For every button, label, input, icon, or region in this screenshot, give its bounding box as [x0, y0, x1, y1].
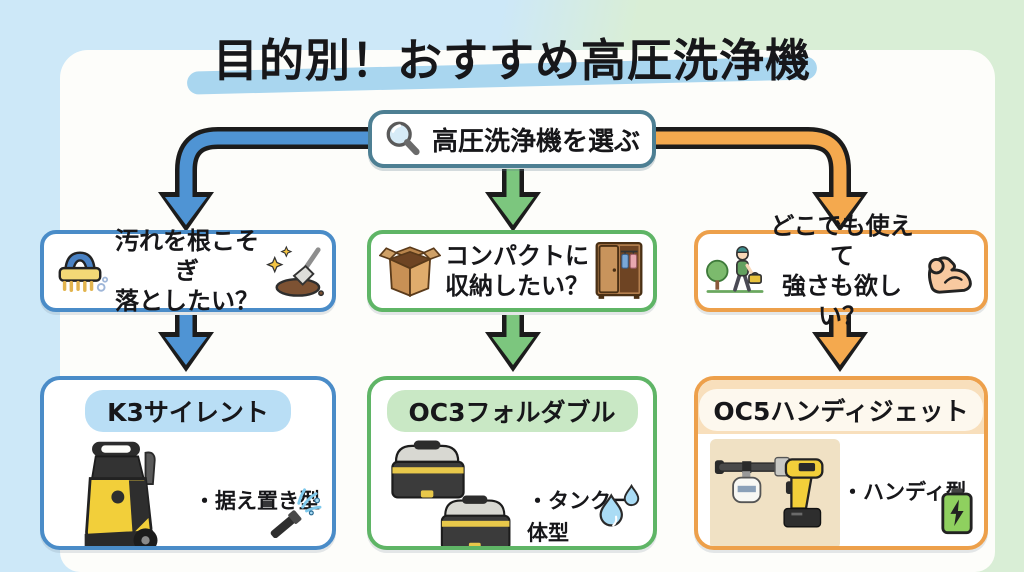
mud-brush-icon — [266, 244, 324, 298]
muscle-arm-icon — [920, 244, 976, 298]
product-name-pill: OC5ハンディジェット — [699, 389, 983, 431]
k3-stationary-washer-illustration — [52, 436, 192, 546]
question-box-portable: どこでも使えて 強さも欲しい？ — [694, 212, 988, 330]
oc3-foldable-washer-illustration — [379, 436, 525, 546]
product-box-k3: K3サイレント ・据え置き型 ・強力洗浄 — [40, 376, 336, 550]
title-block: 目的別！おすすめ高圧洗浄機 — [0, 24, 1024, 95]
question-text: コンパクトに 収納したい？ — [445, 242, 589, 300]
page-title: 目的別！おすすめ高圧洗浄機 — [186, 24, 818, 95]
spray-nozzle-icon — [264, 484, 322, 542]
battery-icon — [940, 486, 974, 540]
product-box-oc3: OC3フォルダブル — [367, 376, 657, 550]
question-box-deep-clean: 汚れを根こそぎ 落としたい？ — [40, 227, 336, 315]
magnifier-icon — [386, 121, 420, 156]
oc5-handheld-washer-illustration — [710, 439, 840, 546]
cardboard-box-icon — [379, 243, 441, 299]
product-name-pill: K3サイレント — [85, 390, 291, 432]
root-node: 高圧洗浄機を選ぶ — [368, 110, 656, 168]
question-text: 汚れを根こそぎ 落としたい？ — [115, 227, 259, 315]
wardrobe-icon — [593, 240, 645, 302]
product-name-pill: OC3フォルダブル — [386, 390, 638, 432]
page-title-text: 目的別！おすすめ高圧洗浄機 — [212, 34, 811, 87]
outdoor-worker-icon — [706, 243, 764, 299]
water-drops-icon — [595, 482, 641, 540]
product-box-oc5: OC5ハンディジェット — [694, 376, 988, 550]
feature-item: ・パワフル＆ 携帯性 — [842, 541, 968, 546]
root-node-label: 高圧洗浄機を選ぶ — [431, 126, 640, 157]
question-box-compact: コンパクトに 収納したい？ — [367, 230, 657, 312]
question-text: どこでも使えて 強さも欲しい？ — [770, 212, 914, 330]
scrub-brush-icon — [52, 245, 108, 297]
